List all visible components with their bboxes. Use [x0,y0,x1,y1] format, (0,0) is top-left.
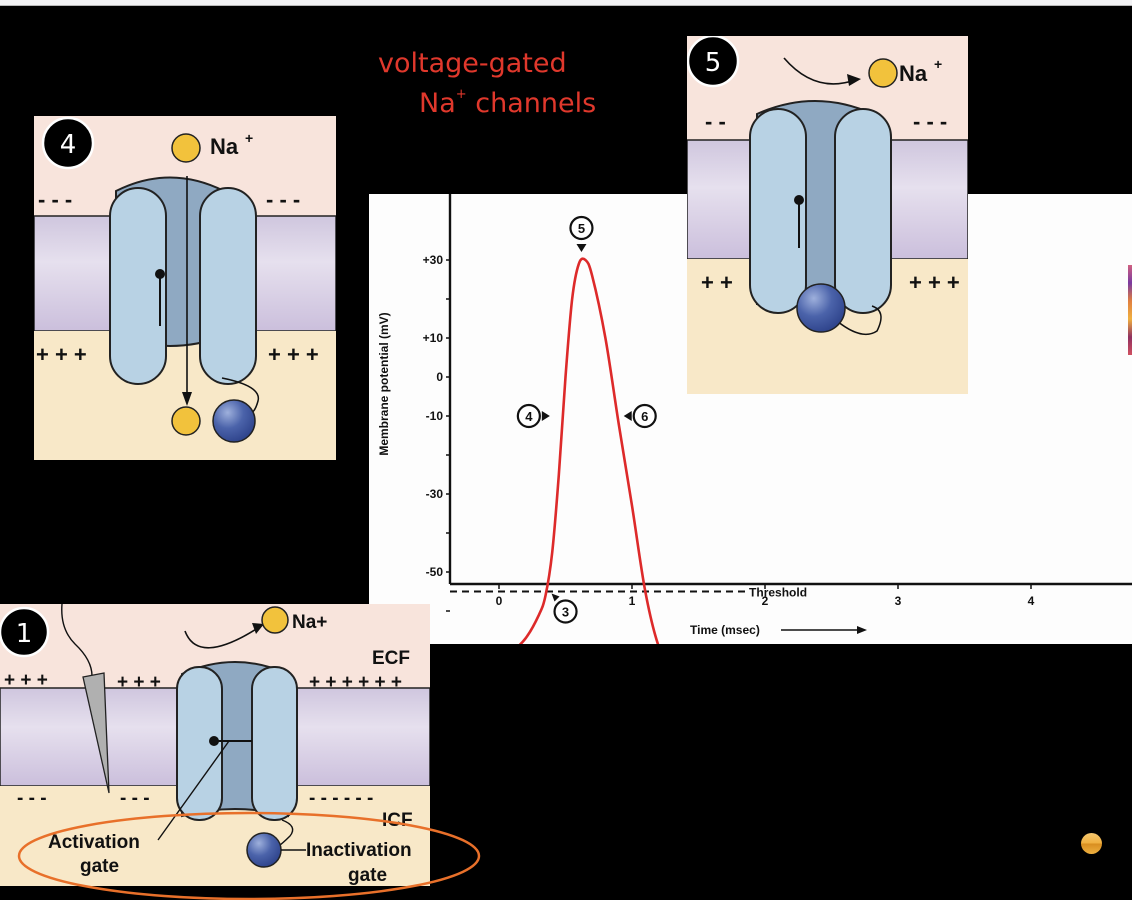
step-badge [687,36,740,88]
ion-flow-arrow [184,627,259,649]
x-tick-label: 4 [1028,594,1035,608]
panel-step-4: Na + - - - - - - + + + + + + 4 [34,116,336,460]
top-charges-a: + + + [4,670,48,691]
sodium-label: Na+ [292,612,327,633]
title-line-1: voltage-gated [378,48,567,79]
bottom-charges-right: + + + [268,342,319,367]
top-charges-right: - - - [266,187,300,212]
inactivation-tether [836,305,882,336]
sodium-ion-icon [868,58,898,88]
activation-gate-label-2: gate [80,856,119,877]
ion-flow-arrow-head [182,392,192,406]
step-badge-number: 4 [60,130,77,160]
step-badge-number: 1 [16,619,33,649]
y-axis-label: Membrane potential (mV) [377,312,391,455]
annotation-marker-6 [632,403,657,429]
ion-flow-arrow-head [847,74,861,86]
sodium-ion-icon [171,133,201,163]
microelectrode-icon [82,672,110,794]
x-tick-label: 0 [496,594,503,608]
electrode-wire [61,604,93,677]
slide-title: voltage-gated [378,50,567,77]
y-tick-label: +30 [423,253,444,267]
ecf-label: ECF [372,648,410,669]
inactivation-gate-label: Inactivation [306,840,412,861]
top-window-edge [0,0,1132,6]
x-tick-label: 1 [629,594,636,608]
annotation-pointer [576,244,587,252]
step-badge [0,606,50,658]
bottom-charges-a: - - - [17,788,47,809]
inactivation-ball-icon [796,283,846,333]
bottom-charges-b: - - - [120,788,150,809]
top-charges-right: - - - [913,109,947,134]
sodium-channel-icon [749,100,892,314]
y-tick-label: -50 [426,565,444,579]
bottom-charges-left: + + [701,270,733,295]
ion-flow-arrow-head [252,623,264,634]
inactivation-gate-label-2: gate [348,865,387,886]
highlight-ellipse [17,811,481,900]
icf-label: ICF [382,810,413,831]
activation-gate-label: Activation [48,832,140,853]
annotation-label-6: 6 [641,409,648,424]
annotation-pointer [551,593,560,602]
annotation-label-5: 5 [578,221,585,236]
bottom-charges-c: - - - - - - [309,788,373,809]
ion-flow-arrow [783,57,856,85]
sodium-label: Na [210,134,239,159]
annotation-pointer [623,411,632,421]
step-badge-number: 5 [705,48,722,78]
y-tick-label: 0 [436,370,443,384]
annotation-marker-3 [553,599,578,624]
bottom-charges-left: + + + [36,342,87,367]
x-tick-label: 2 [762,594,769,608]
sodium-ion-inside-icon [171,406,201,436]
window-edge-strip [1128,265,1132,355]
step-badge [41,116,95,170]
slide-nav-dot-icon[interactable] [1081,833,1102,854]
title-channels: channels [466,88,597,119]
sodium-label: Na [899,61,928,86]
top-charges-b: + + + [117,672,161,693]
activation-gate-pointer [157,740,230,841]
x-axis-label: Time (msec) [690,623,760,637]
x-axis-arrow-head [857,626,867,634]
title-na: Na [419,88,456,119]
annotation-label-4: 4 [525,409,533,424]
top-charges-left: - - - [38,187,72,212]
y-tick-label: +10 [423,331,444,345]
sodium-sup: + [245,130,253,146]
top-charges-left: - - [705,109,726,134]
annotation-marker-5 [569,215,594,241]
threshold-label: Threshold [749,586,807,600]
annotation-marker-4 [516,403,541,429]
x-tick-label: 3 [895,594,902,608]
annotation-pointer [541,411,550,421]
title-na-sup: + [455,87,467,102]
sodium-ion-icon [261,606,289,634]
bottom-charges-right: + + + [909,270,960,295]
sodium-sup: + [934,56,942,72]
top-charges-c: + + + + + + [309,672,402,693]
sodium-channel-icon [176,661,298,821]
inactivation-ball-icon [212,399,256,443]
panel-step-5: Na + - - - - - + + + + + 5 [687,36,968,394]
annotation-label-3: 3 [562,605,569,620]
panel-step-1: Na+ ECF ICF + + + + + + + + + + + + - - … [0,604,430,886]
y-tick-label: -30 [426,487,444,501]
sodium-channel-icon [109,176,257,385]
y-tick-label: -10 [426,409,444,423]
slide-title-line-2: Na+ channels [419,87,597,119]
